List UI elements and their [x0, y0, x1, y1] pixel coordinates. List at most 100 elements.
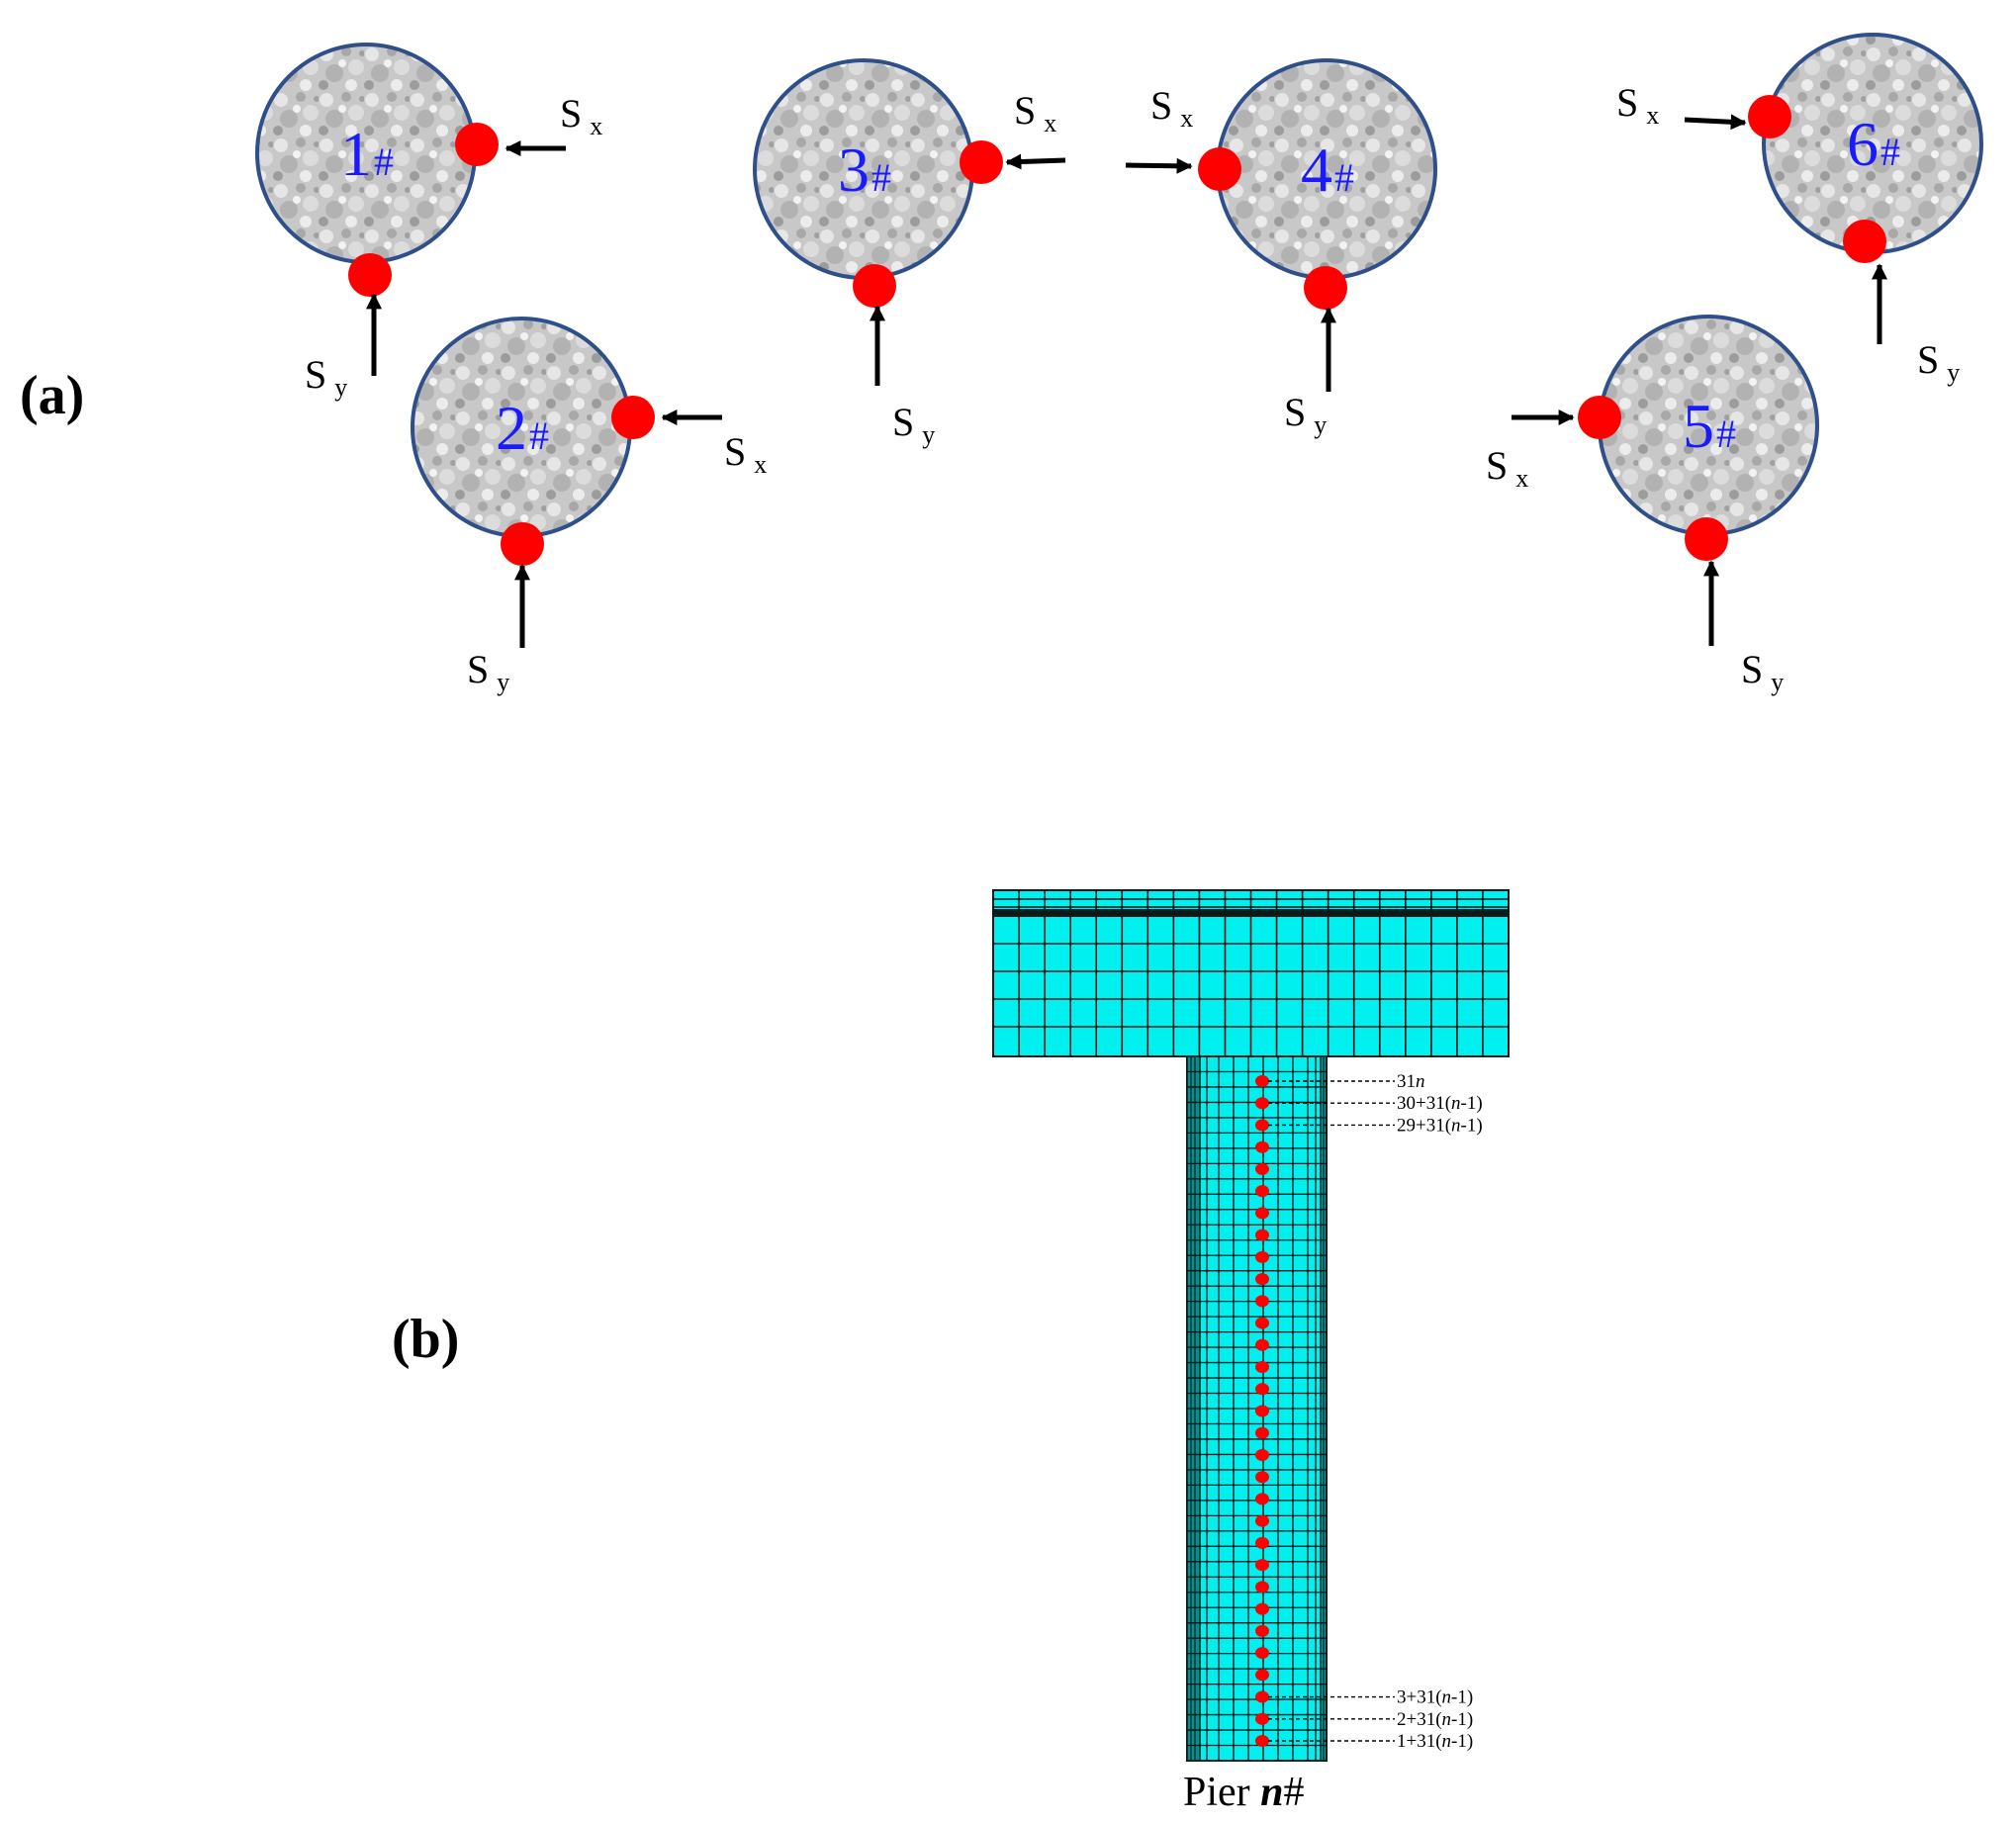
- node-28: [1255, 1140, 1269, 1153]
- node-label-bottom-1: 3+31(n-1): [1268, 1687, 1473, 1708]
- node-3: [1255, 1690, 1269, 1703]
- node-22: [1255, 1273, 1269, 1286]
- node-9: [1255, 1559, 1269, 1572]
- sx-arrow: [1125, 157, 1193, 174]
- sx-arrow: [1005, 153, 1066, 170]
- pier-hash: #: [1880, 130, 1900, 174]
- node-12: [1255, 1493, 1269, 1505]
- pier-hash: #: [1716, 411, 1736, 456]
- pier-label: 1#: [340, 119, 394, 189]
- node-13: [1255, 1471, 1269, 1484]
- sx-point: [1198, 147, 1241, 191]
- pier-hash: #: [871, 155, 891, 200]
- pier-hash: #: [1334, 155, 1354, 200]
- pier-nodes: [1255, 1075, 1269, 1747]
- pier-label: 2#: [496, 393, 549, 463]
- pier-label: 4#: [1301, 135, 1354, 205]
- pier-number: 1: [340, 119, 372, 189]
- node-5: [1255, 1647, 1269, 1660]
- node-30: [1255, 1097, 1269, 1110]
- sy-point: [853, 264, 896, 308]
- cap-beam-mesh: [992, 889, 1510, 1057]
- sy-point: [501, 522, 544, 566]
- pier-caption: Pier n#: [1183, 1770, 1305, 1815]
- pier-label: 3#: [838, 135, 891, 205]
- node-10: [1255, 1536, 1269, 1549]
- node-24: [1255, 1229, 1269, 1241]
- node-17: [1255, 1383, 1269, 1396]
- node-20: [1255, 1317, 1269, 1329]
- node-label-bottom-3: 1+31(n-1): [1268, 1731, 1473, 1752]
- node-18: [1255, 1361, 1269, 1374]
- svg-text:31n: 31n: [1397, 1071, 1425, 1092]
- pier-number: 2: [496, 393, 527, 463]
- node-16: [1255, 1405, 1269, 1417]
- node-label-top-3: 29+31(n-1): [1268, 1115, 1483, 1136]
- svg-text:30+31(n-1): 30+31(n-1): [1397, 1093, 1483, 1114]
- svg-text:29+31(n-1): 29+31(n-1): [1397, 1115, 1483, 1136]
- node-23: [1255, 1250, 1269, 1263]
- node-31: [1255, 1075, 1269, 1087]
- node-11: [1255, 1514, 1269, 1527]
- node-label-top-1: 31n: [1268, 1071, 1425, 1092]
- pier-number: 6: [1847, 109, 1879, 179]
- panel-b-label: (b): [392, 1309, 459, 1370]
- node-29: [1255, 1119, 1269, 1132]
- node-8: [1255, 1581, 1269, 1594]
- sy-point: [348, 253, 392, 297]
- node-15: [1255, 1426, 1269, 1439]
- sy-point: [1304, 266, 1347, 310]
- pier-column-mesh: [1186, 1055, 1328, 1762]
- sx-point: [1578, 396, 1621, 439]
- node-6: [1255, 1624, 1269, 1637]
- pier-number: 3: [838, 135, 870, 205]
- svg-text:2+31(n-1): 2+31(n-1): [1397, 1709, 1473, 1730]
- sx-point: [611, 396, 655, 439]
- sy-point: [1685, 517, 1728, 561]
- node-label-top-2: 30+31(n-1): [1268, 1093, 1483, 1114]
- sx-point: [455, 123, 499, 166]
- pier-label: 5#: [1683, 391, 1736, 461]
- node-7: [1255, 1602, 1269, 1615]
- sx-point: [960, 140, 1003, 184]
- sy-point: [1843, 220, 1886, 263]
- deck-bearing-line: [993, 909, 1509, 917]
- pier-number: 4: [1301, 135, 1332, 205]
- node-label-bottom-2: 2+31(n-1): [1268, 1709, 1473, 1730]
- node-4: [1255, 1669, 1269, 1682]
- panel-a-label: (a): [20, 365, 84, 426]
- node-19: [1255, 1338, 1269, 1351]
- node-25: [1255, 1207, 1269, 1220]
- node-26: [1255, 1185, 1269, 1198]
- node-14: [1255, 1448, 1269, 1461]
- node-27: [1255, 1162, 1269, 1175]
- node-2: [1255, 1712, 1269, 1725]
- pier-hash: #: [374, 139, 394, 184]
- svg-text:1+31(n-1): 1+31(n-1): [1397, 1731, 1473, 1752]
- sx-arrow: [1684, 114, 1747, 131]
- node-21: [1255, 1295, 1269, 1308]
- node-1: [1255, 1735, 1269, 1747]
- pier-label: 6#: [1847, 109, 1900, 179]
- pier-hash: #: [529, 413, 549, 458]
